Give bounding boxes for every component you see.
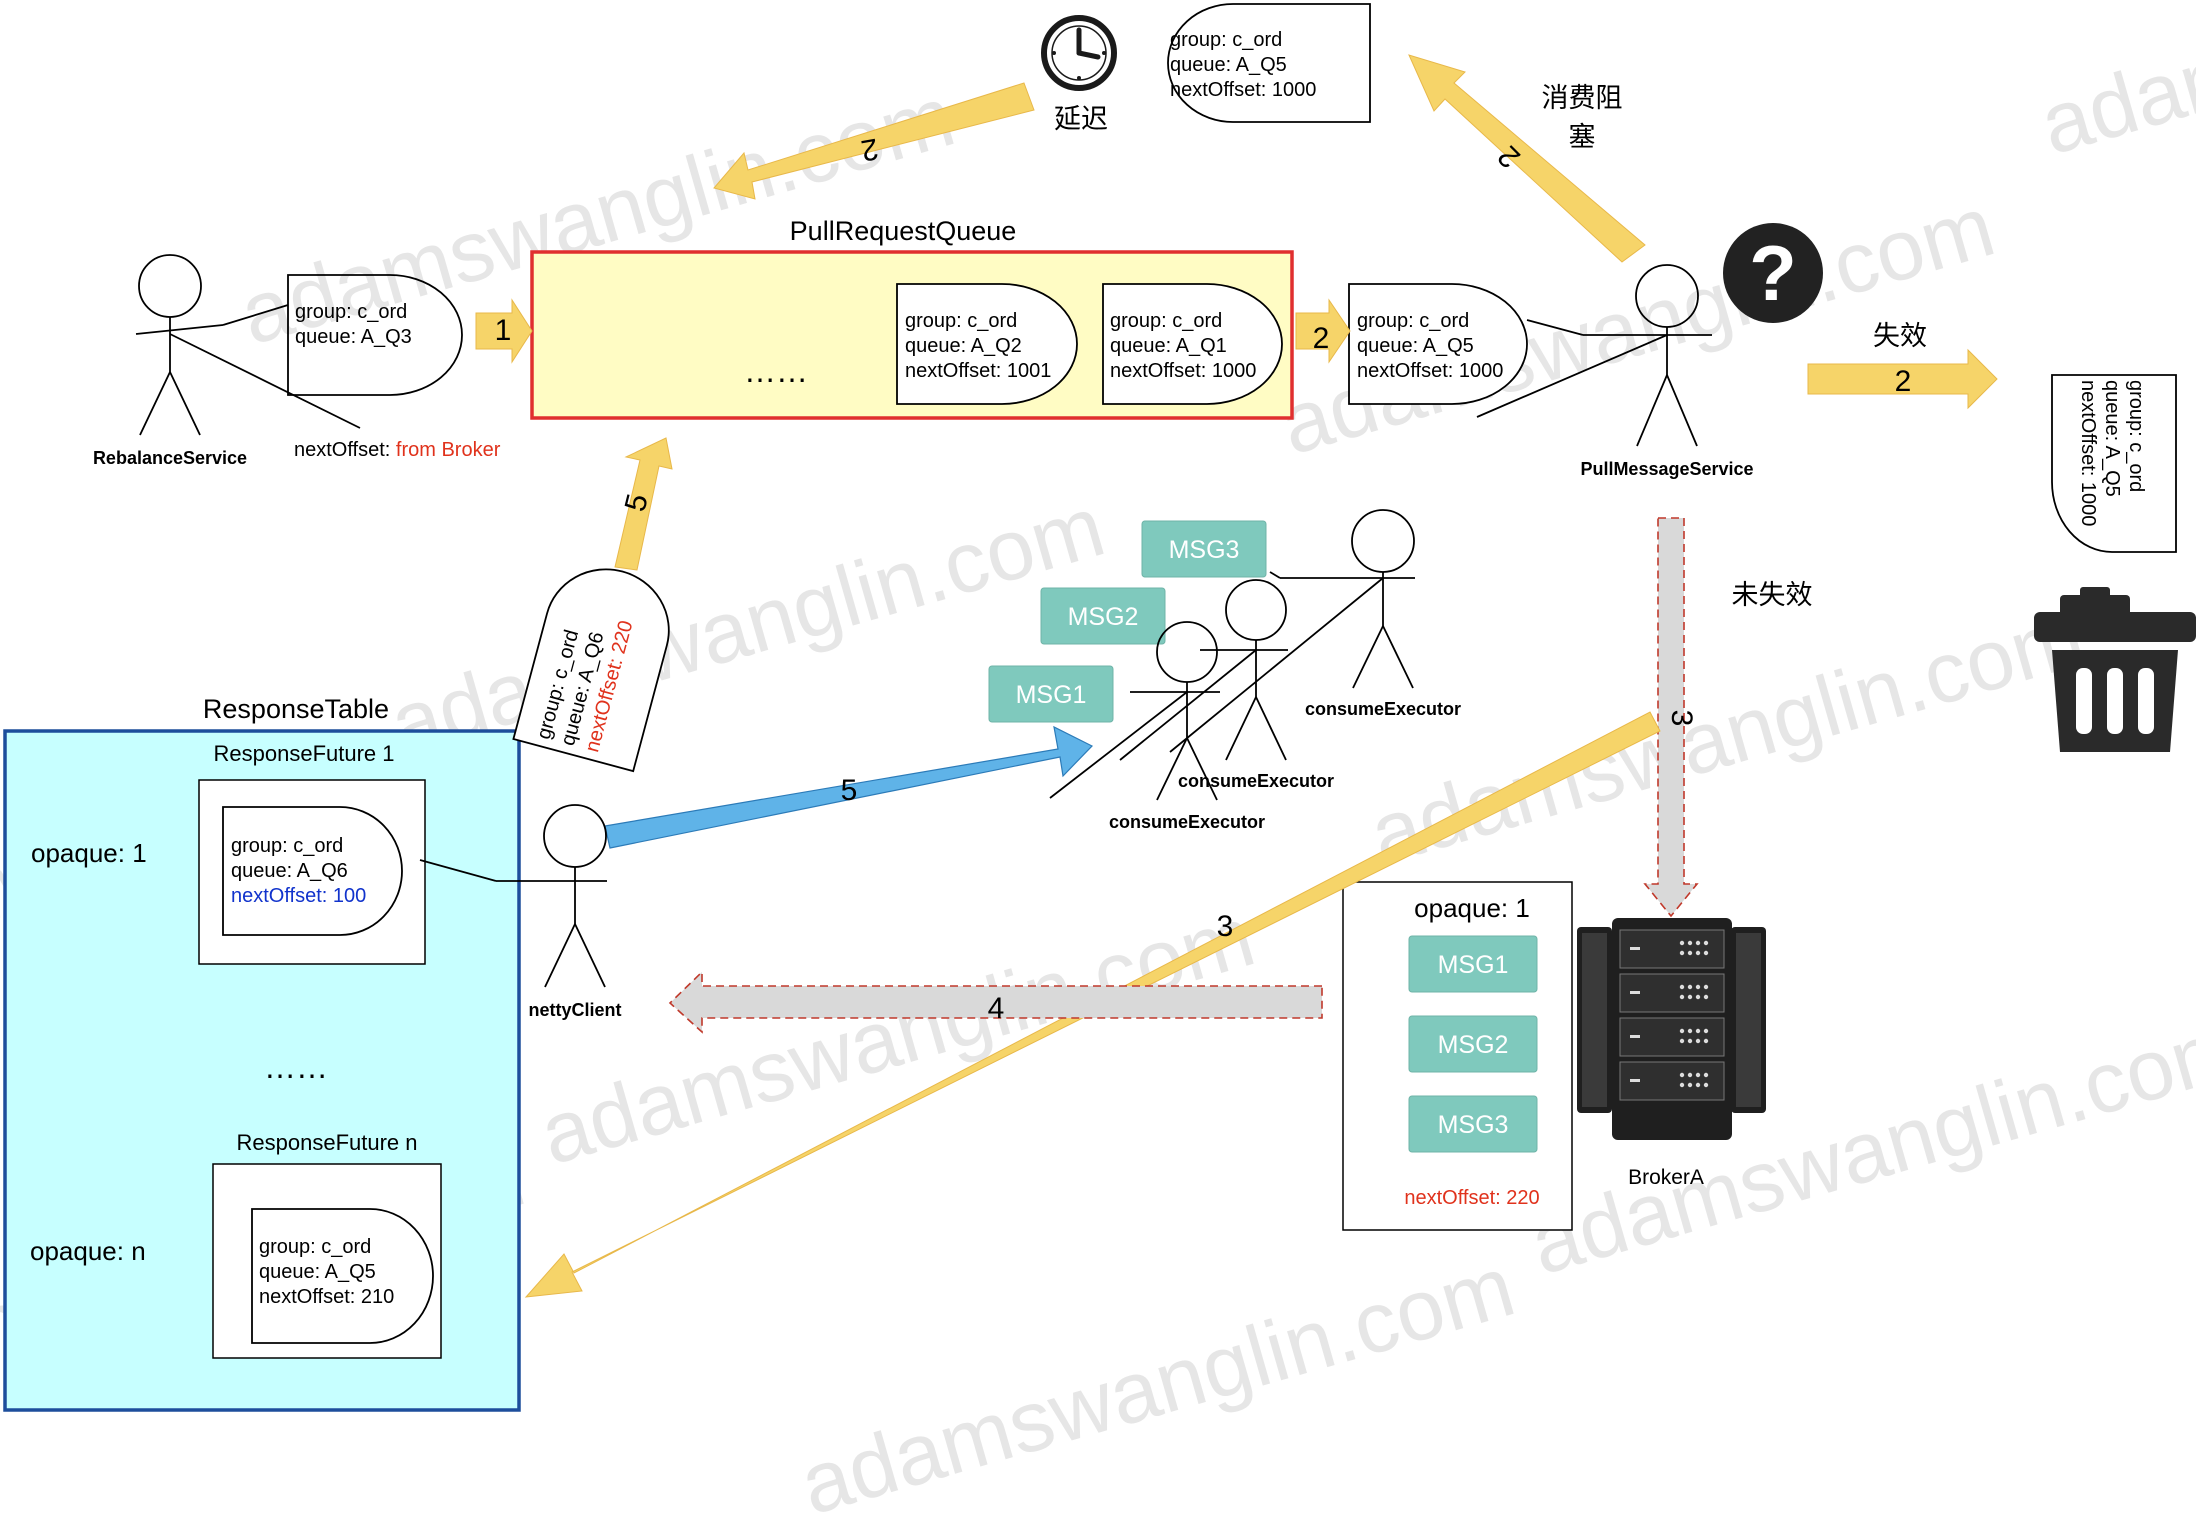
label-not-invalid: 未失效	[1732, 580, 1813, 611]
svg-text:queue: A_Q2: queue: A_Q2	[905, 335, 1022, 357]
step-2-delay: 2	[859, 132, 881, 167]
trash-icon	[2034, 587, 2196, 752]
svg-text:nextOffset: 1001: nextOffset: 1001	[905, 360, 1051, 382]
request-card-delayed-a-q5: group: c_ord queue: A_Q5 nextOffset: 100…	[1167, 3, 1371, 123]
actor-label-broker: BrokerA	[1628, 1166, 1704, 1189]
actor-rebalance-service	[135, 254, 361, 436]
svg-text:group: c_ord: group: c_ord	[2125, 380, 2147, 492]
svg-text:queue: A_Q5: queue: A_Q5	[259, 1261, 376, 1283]
svg-text:queue: A_Q6: queue: A_Q6	[231, 860, 348, 882]
svg-text:nextOffset: 1000: nextOffset: 1000	[2077, 380, 2099, 526]
consumer-msg1: MSG1	[988, 665, 1114, 723]
clock-icon	[1041, 15, 1117, 91]
step-5-dispatch: 5	[841, 774, 858, 807]
svg-text:queue: A_Q5: queue: A_Q5	[1357, 335, 1474, 357]
queue-ellipsis: ……	[744, 353, 808, 389]
svg-text:MSG2: MSG2	[1438, 1031, 1509, 1059]
request-card-a-q2: group: c_ord queue: A_Q2 nextOffset: 100…	[896, 283, 1078, 405]
svg-text:MSG1: MSG1	[1016, 681, 1087, 709]
request-card-pulled-a-q5: group: c_ord queue: A_Q5 nextOffset: 100…	[1348, 283, 1528, 405]
broker-offset-label: nextOffset: 220	[1404, 1187, 1539, 1209]
opaque-1-label: opaque: 1	[31, 838, 147, 868]
svg-text:group: c_ord: group: c_ord	[905, 310, 1017, 332]
pull-request-queue-title: PullRequestQueue	[790, 216, 1017, 246]
server-icon	[1577, 918, 1766, 1140]
label-invalid: 失效	[1873, 321, 1927, 352]
actor-label-netty-client: nettyClient	[528, 1000, 621, 1020]
arrow-delay-back-2	[713, 82, 1035, 200]
rebalance-offset: nextOffset: from Broker	[294, 439, 501, 461]
svg-text:queue: A_Q1: queue: A_Q1	[1110, 335, 1227, 357]
svg-text:queue: A_Q5: queue: A_Q5	[2101, 380, 2123, 497]
step-2-take: 2	[1313, 322, 1330, 355]
svg-text:nextOffset: 210: nextOffset: 210	[259, 1286, 394, 1308]
actor-label-consume-executor-2: consumeExecutor	[1178, 771, 1334, 791]
step-3-response: 3	[1217, 910, 1234, 943]
broker-msg3: MSG3	[1408, 1095, 1538, 1153]
svg-text:nextOffset: 1000: nextOffset: 1000	[1170, 79, 1316, 101]
arrow-dispatch-5	[604, 725, 1093, 849]
step-4-reply: 4	[988, 992, 1005, 1025]
step-1: 1	[495, 314, 512, 347]
svg-text:group: c_ord: group: c_ord	[1357, 310, 1469, 332]
label-consume-block-1: 消费阻	[1542, 83, 1623, 114]
table-ellipsis: ……	[264, 1049, 328, 1085]
svg-text:?: ?	[1749, 229, 1797, 317]
svg-text:MSG3: MSG3	[1438, 1111, 1509, 1139]
svg-text:queue: A_Q5: queue: A_Q5	[1170, 54, 1287, 76]
flow-diagram: PullRequestQueue …… ResponseTable Respon…	[3, 3, 2196, 1412]
request-card-trash-a-q5: group: c_ord queue: A_Q5 nextOffset: 100…	[2051, 374, 2177, 553]
label-consume-block-2: 塞	[1569, 122, 1596, 153]
arrow-block-up-2	[1408, 54, 1646, 263]
consumer-msg3: MSG3	[1141, 520, 1267, 578]
arrow-take-2	[1295, 298, 1351, 364]
broker-msg2: MSG2	[1408, 1015, 1538, 1073]
request-card-requeue-a-q6: group: c_ord queue: A_Q6 nextOffset: 220	[512, 568, 670, 773]
actor-netty-client	[419, 804, 607, 988]
svg-text:nextOffset: 1000: nextOffset: 1000	[1357, 360, 1503, 382]
opaque-n-label: opaque: n	[30, 1236, 146, 1266]
request-card-a-q1: group: c_ord queue: A_Q1 nextOffset: 100…	[1102, 283, 1283, 405]
response-table-title: ResponseTable	[203, 694, 389, 724]
response-future-n-title: ResponseFuture n	[237, 1130, 418, 1155]
arrow-reply-4	[668, 970, 1323, 1034]
svg-text:nextOffset: 100: nextOffset: 100	[231, 885, 366, 907]
arrow-requeue-5	[614, 437, 673, 571]
actor-label-rebalance-service: RebalanceService	[93, 448, 247, 468]
svg-text:MSG1: MSG1	[1438, 951, 1509, 979]
actor-label-consume-executor-3: consumeExecutor	[1305, 699, 1461, 719]
request-card-future-n: group: c_ord queue: A_Q5 nextOffset: 210	[251, 1208, 434, 1344]
question-icon: ?	[1723, 223, 1823, 323]
svg-text:MSG3: MSG3	[1169, 536, 1240, 564]
response-future-1-title: ResponseFuture 1	[214, 741, 395, 766]
svg-text:group: c_ord: group: c_ord	[1110, 310, 1222, 332]
svg-text:nextOffset: 1000: nextOffset: 1000	[1110, 360, 1256, 382]
svg-text:queue: A_Q3: queue: A_Q3	[295, 326, 412, 348]
actor-label-consume-executor-1: consumeExecutor	[1109, 812, 1265, 832]
arrow-not-invalid	[1643, 517, 1699, 918]
svg-text:group: c_ord: group: c_ord	[295, 301, 407, 323]
step-3-send: 3	[1665, 710, 1698, 727]
broker-msg1: MSG1	[1408, 935, 1538, 993]
svg-text:group: c_ord: group: c_ord	[1170, 29, 1282, 51]
actor-consume-executor-3	[1169, 509, 1415, 753]
broker-opaque-label: opaque: 1	[1414, 893, 1530, 923]
arrow-to-queue-1	[475, 298, 533, 364]
svg-text:group: c_ord: group: c_ord	[231, 835, 343, 857]
actor-consume-executor-2	[1119, 579, 1288, 761]
consumer-msg2: MSG2	[1040, 587, 1166, 645]
label-delay: 延迟	[1054, 104, 1108, 135]
svg-text:group: c_ord: group: c_ord	[259, 1236, 371, 1258]
arrow-invalid-2	[1807, 348, 1998, 410]
request-card-future-1: group: c_ord queue: A_Q6 nextOffset: 100	[222, 806, 403, 936]
svg-text:MSG2: MSG2	[1068, 603, 1139, 631]
step-2-invalid: 2	[1895, 365, 1912, 398]
request-card-a-q3: group: c_ord queue: A_Q3	[287, 274, 463, 396]
actor-label-pull-message-service: PullMessageService	[1580, 459, 1753, 479]
actor-pull-message-service	[1476, 264, 1712, 447]
